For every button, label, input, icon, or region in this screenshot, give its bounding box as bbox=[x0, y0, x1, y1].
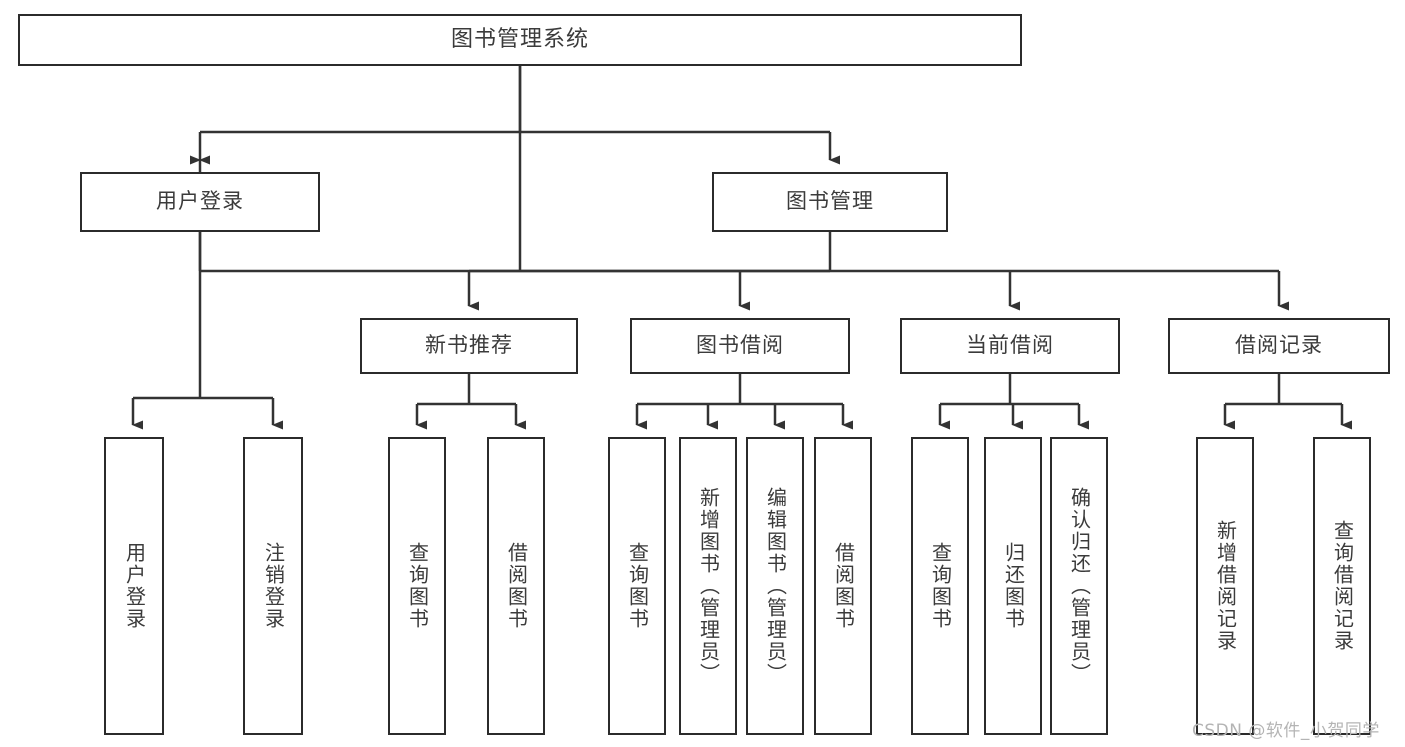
node-current-borrow[interactable]: 当前借阅 bbox=[900, 318, 1120, 374]
leaf-edit-book-admin[interactable]: 编辑图书（管理员） bbox=[746, 437, 804, 735]
leaf-user-login[interactable]: 用户登录 bbox=[104, 437, 164, 735]
node-book-borrow[interactable]: 图书借阅 bbox=[630, 318, 850, 374]
leaf-return-book[interactable]: 归还图书 bbox=[984, 437, 1042, 735]
leaf-add-borrow-record[interactable]: 新增借阅记录 bbox=[1196, 437, 1254, 735]
leaf-borrow-book-recommend[interactable]: 借阅图书 bbox=[487, 437, 545, 735]
node-borrow-records[interactable]: 借阅记录 bbox=[1168, 318, 1390, 374]
leaf-add-book-admin[interactable]: 新增图书（管理员） bbox=[679, 437, 737, 735]
leaf-query-book-current[interactable]: 查询图书 bbox=[911, 437, 969, 735]
csdn-watermark: CSDN @软件_小贺同学 bbox=[1192, 721, 1380, 741]
leaf-confirm-return-admin[interactable]: 确认归还（管理员） bbox=[1050, 437, 1108, 735]
leaf-query-borrow-record[interactable]: 查询借阅记录 bbox=[1313, 437, 1371, 735]
node-new-book-recommend[interactable]: 新书推荐 bbox=[360, 318, 578, 374]
leaf-borrow-book[interactable]: 借阅图书 bbox=[814, 437, 872, 735]
leaf-query-book-borrow[interactable]: 查询图书 bbox=[608, 437, 666, 735]
node-book-management[interactable]: 图书管理 bbox=[712, 172, 948, 232]
node-root-system[interactable]: 图书管理系统 bbox=[18, 14, 1022, 66]
leaf-query-book-recommend[interactable]: 查询图书 bbox=[388, 437, 446, 735]
leaf-logout[interactable]: 注销登录 bbox=[243, 437, 303, 735]
node-user-login[interactable]: 用户登录 bbox=[80, 172, 320, 232]
